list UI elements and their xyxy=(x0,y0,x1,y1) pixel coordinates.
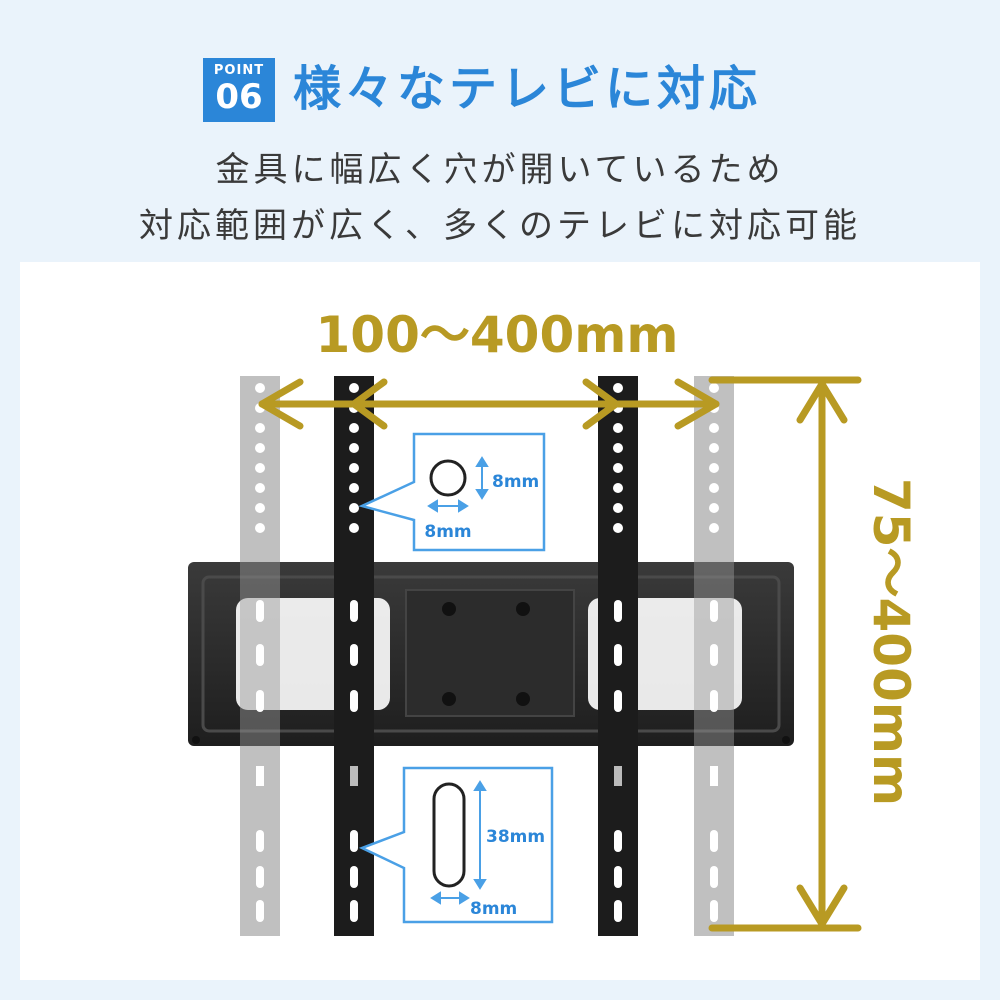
rail-hole xyxy=(709,423,719,433)
width-dimension-arrow xyxy=(258,378,720,430)
rail-slot xyxy=(256,690,264,712)
rail-hole xyxy=(255,443,265,453)
slot-height-label: 38mm xyxy=(486,827,545,847)
rail-hole xyxy=(349,443,359,453)
rail-hole xyxy=(613,523,623,533)
rail-slot xyxy=(614,600,622,622)
rail-slot xyxy=(350,830,358,852)
rail-slot xyxy=(614,866,622,888)
subtitle-line-2: 対応範囲が広く、多くのテレビに対応可能 xyxy=(139,206,861,246)
rail-hole xyxy=(349,383,359,393)
rail-hole xyxy=(613,423,623,433)
rail-hole xyxy=(255,423,265,433)
point-badge-label: POINT xyxy=(213,63,265,78)
rail-slot xyxy=(710,690,718,712)
rail-keyhole xyxy=(350,766,358,786)
rail-hole xyxy=(709,503,719,513)
rail-slot xyxy=(710,830,718,852)
rail-hole xyxy=(255,383,265,393)
rail-hole xyxy=(349,523,359,533)
rail-hole xyxy=(613,383,623,393)
rail-hole xyxy=(709,463,719,473)
rail-keyhole xyxy=(256,766,264,786)
rail-slot xyxy=(256,866,264,888)
rail-hole xyxy=(349,483,359,493)
rail-hole xyxy=(349,463,359,473)
rail-slot xyxy=(614,690,622,712)
rail-hole xyxy=(709,523,719,533)
rail-hole xyxy=(255,503,265,513)
rail-slot xyxy=(710,900,718,922)
rail-slot xyxy=(614,830,622,852)
rail-slot xyxy=(350,900,358,922)
rail-hole xyxy=(709,383,719,393)
rail-slot xyxy=(350,644,358,666)
rail-slot xyxy=(350,600,358,622)
point-badge-number: 06 xyxy=(215,77,263,117)
rail-hole xyxy=(709,483,719,493)
rail-slot xyxy=(350,690,358,712)
rail-hole xyxy=(613,483,623,493)
rail-hole xyxy=(349,423,359,433)
rail-slot xyxy=(350,866,358,888)
rail-slot xyxy=(710,600,718,622)
slot-width-label: 8mm xyxy=(470,899,517,919)
rail-hole xyxy=(613,463,623,473)
rail-slot xyxy=(256,644,264,666)
rail-slot xyxy=(256,830,264,852)
rail-slot xyxy=(710,644,718,666)
rail-hole xyxy=(349,503,359,513)
point-badge: POINT 06 xyxy=(203,58,275,122)
rail-hole xyxy=(255,523,265,533)
page-title: 様々なテレビに対応 xyxy=(293,61,762,117)
rail-slot xyxy=(614,644,622,666)
rail-hole xyxy=(613,503,623,513)
subtitle-line-1: 金具に幅広く穴が開いているため xyxy=(215,150,785,190)
height-range-label: 75～400mm xyxy=(862,478,920,806)
round-hole-callout: 8mm 8mm xyxy=(358,432,546,552)
rail-slot xyxy=(256,900,264,922)
rail-hole xyxy=(709,443,719,453)
rail-slot xyxy=(614,900,622,922)
rail-hole xyxy=(613,443,623,453)
rail-hole xyxy=(255,463,265,473)
slot-hole-callout: 38mm 8mm xyxy=(358,766,554,924)
width-range-label: 100～400mm xyxy=(316,306,679,364)
height-dimension-arrow xyxy=(708,376,862,932)
rail-hole xyxy=(255,483,265,493)
rail-keyhole xyxy=(614,766,622,786)
rail-keyhole xyxy=(710,766,718,786)
round-hole-width-label: 8mm xyxy=(424,522,471,542)
rail-slot xyxy=(710,866,718,888)
header: POINT 06 様々なテレビに対応 金具に幅広く穴が開いているため 対応範囲が… xyxy=(0,0,1000,262)
rail-slot xyxy=(256,600,264,622)
round-hole-height-label: 8mm xyxy=(492,472,539,492)
